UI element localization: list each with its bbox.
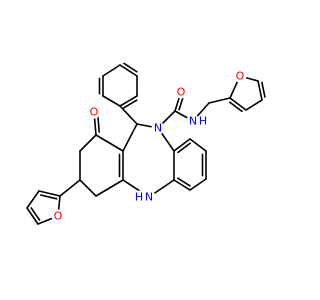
bond-g4-g1 (38, 190, 61, 197)
amide-nitrogen-label: N (189, 115, 197, 128)
bond-g2-g3 (26, 207, 39, 225)
bond-b4-c5a (173, 179, 191, 191)
amide-oxygen-label: O (177, 86, 186, 99)
bond-c4-c4a (95, 179, 124, 197)
bond-c11a-c1 (95, 134, 124, 152)
amide-oxygen-label-background (174, 85, 188, 99)
bond-b4-c5a-double (176, 177, 191, 187)
carbonyl-oxygen-label: O (90, 106, 99, 119)
bond-c1-c2 (79, 134, 97, 152)
diazepine-hydrogen-label: H (135, 191, 143, 204)
bond-c1-o1-double (96, 113, 101, 133)
carbonyl-oxygen-label-background (87, 105, 101, 119)
bond-ph4-c11 (119, 105, 138, 125)
molecule-structure: O O N N N O O H H (26, 62, 266, 225)
bond-g2-g3-double (30, 207, 41, 221)
diazepine-hydrogen-label-background (132, 190, 146, 204)
amide-nitrogen-label-background (186, 114, 200, 128)
amide-hydrogen-label-background (196, 114, 210, 128)
bond-ph3-ph4 (102, 95, 121, 107)
bond-ph6-ph1 (119, 64, 138, 77)
atom-layer: O O N N N O O H H (51, 69, 247, 223)
bond-f3-f4 (257, 80, 263, 101)
diazepine-nh-label-background (142, 190, 156, 204)
bond-ph4-ph5-double (123, 99, 138, 109)
bond-f3-f4-double (261, 81, 266, 98)
bond-f1-f2 (229, 97, 247, 111)
bond-c3-g1 (59, 179, 81, 197)
bond-f2-f3 (245, 99, 263, 111)
diazepine-nitrogen-label-background (151, 121, 165, 135)
diazepine-nh-label: N (145, 191, 153, 204)
diazepine-nitrogen-label: N (154, 122, 162, 135)
furan-left-oxygen-label-background (51, 209, 65, 223)
bond-c9a-b1-double (177, 142, 191, 154)
bond-b1-b2 (189, 138, 207, 152)
amide-hydrogen-label: H (199, 115, 207, 128)
bond-f1-f2-double (229, 101, 243, 113)
furan-top-oxygen-label-background (233, 69, 247, 83)
bond-ph6-ph1-double (123, 62, 138, 73)
furan-left-oxygen-label: O (54, 210, 63, 223)
bond-g4-g1-double (39, 194, 58, 200)
bond-ph1-ph2 (102, 64, 121, 77)
furan-top-oxygen-label: O (236, 70, 245, 83)
bond-c9a-b1 (173, 138, 191, 152)
bond-c3-c4 (79, 179, 97, 197)
bond-c11-c11a (122, 123, 138, 152)
bond-ch2-f1 (208, 97, 231, 104)
bond-g3-g4 (26, 190, 40, 209)
bond-b3-b4 (189, 178, 207, 191)
bond-ph4-ph5 (119, 95, 138, 107)
